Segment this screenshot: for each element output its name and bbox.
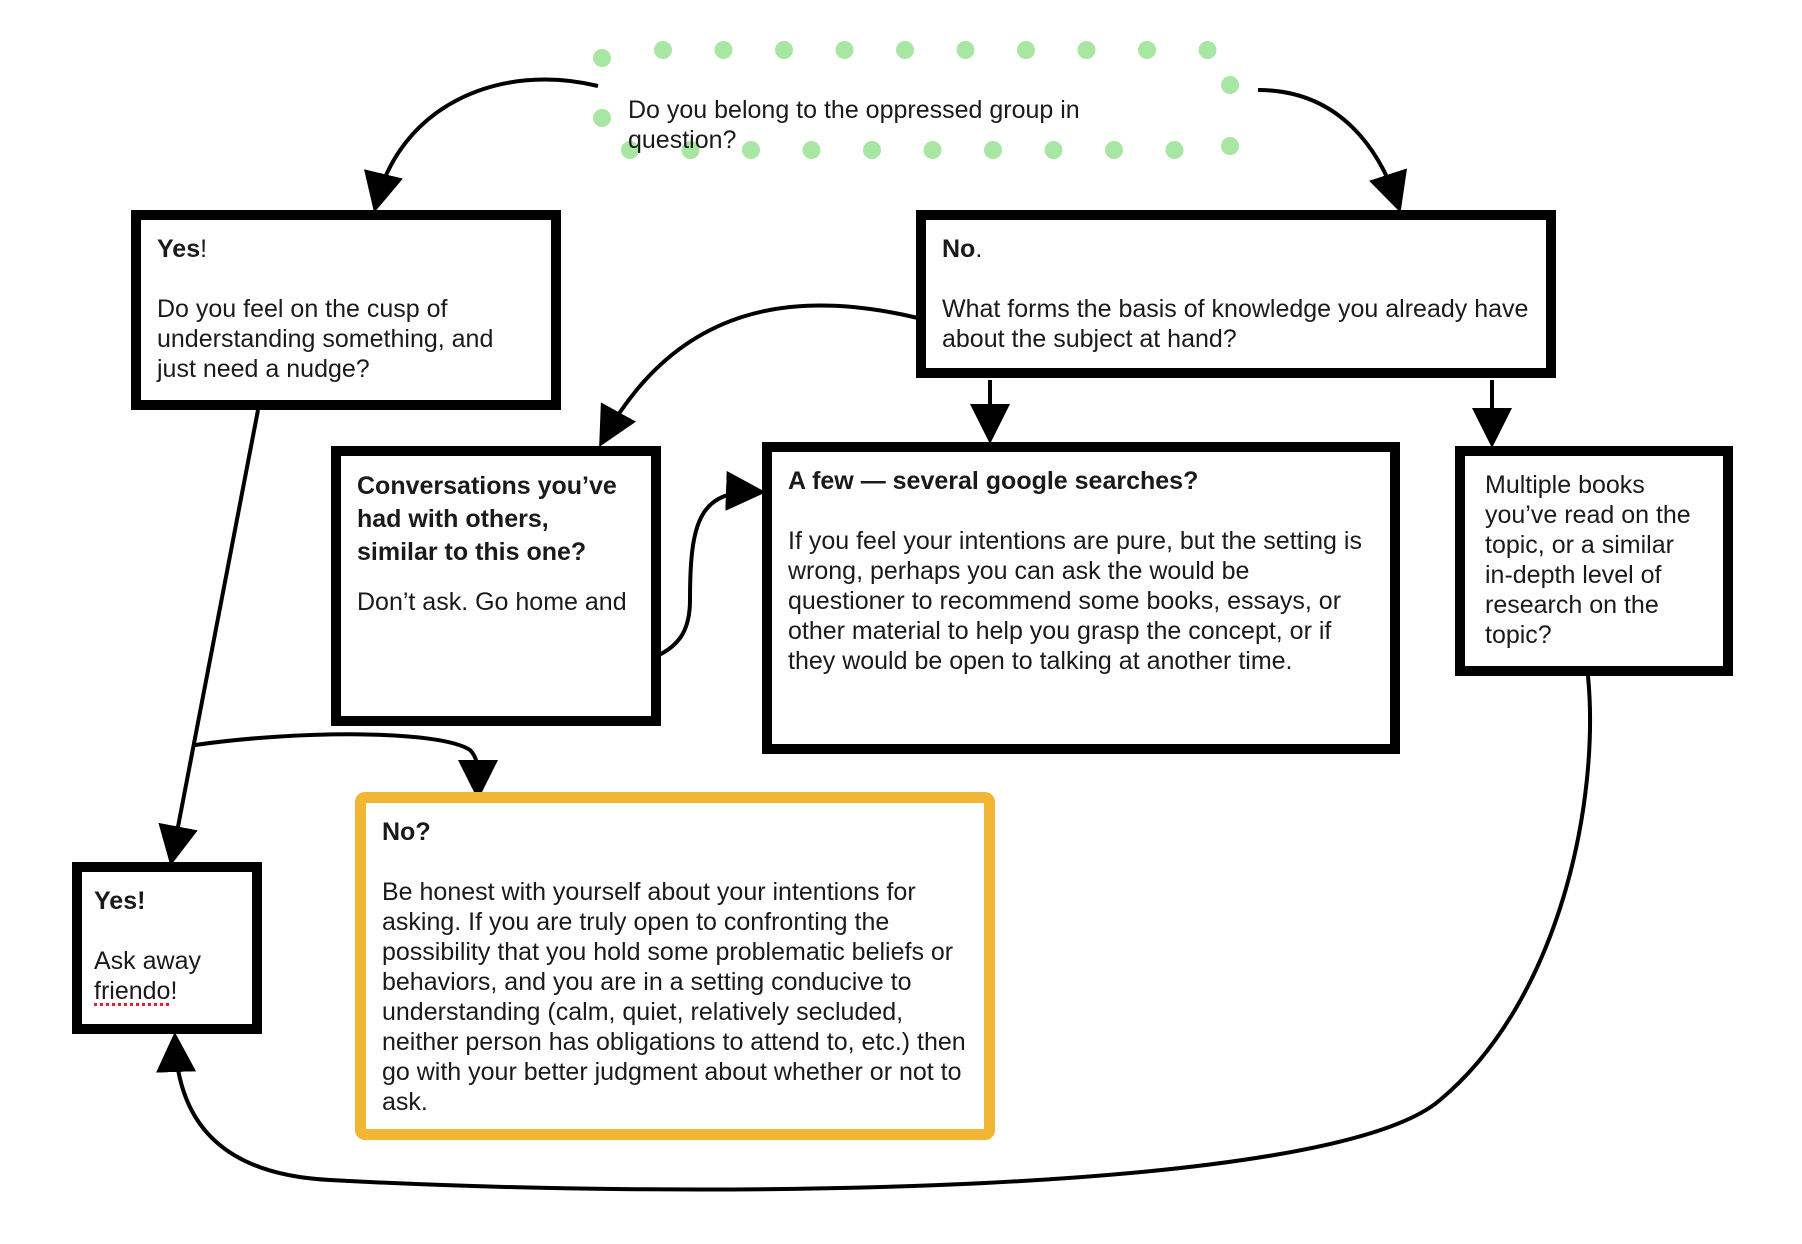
question-border-dot xyxy=(621,141,639,159)
yes-title-text: Yes xyxy=(157,235,201,263)
arrow-no-to-conversations xyxy=(599,303,919,448)
yes-title-punct: ! xyxy=(200,235,208,263)
ask-away-body-prefix: Ask away xyxy=(94,947,201,975)
question-border-dot xyxy=(923,141,942,159)
google-node: A few — several google searches? If you … xyxy=(762,442,1400,754)
question-border-dot xyxy=(984,141,1002,159)
conversations-body: Don’t ask. Go home and xyxy=(357,588,627,616)
yes-title: Yes! xyxy=(157,234,535,264)
arrow-books-to-ask-away xyxy=(156,675,1592,1192)
no-node: No. What forms the basis of knowledge yo… xyxy=(916,210,1556,378)
question-border-dot xyxy=(775,41,793,59)
yes-body: Do you feel on the cusp of understanding… xyxy=(157,295,494,383)
question-border-dot xyxy=(1017,41,1035,59)
question-border-dot xyxy=(681,141,700,159)
no-title: No. xyxy=(942,234,1530,264)
question-border-dot xyxy=(593,109,611,127)
question-border-dot xyxy=(1138,41,1156,59)
books-node: Multiple books you’ve read on the topic,… xyxy=(1455,446,1733,676)
arrow-question-to-no xyxy=(1257,88,1408,213)
question-border-dot xyxy=(896,41,914,59)
conversations-title: Conversations you’ve had with others, si… xyxy=(357,472,617,566)
question-border-dot xyxy=(1105,141,1123,159)
question-border-dot xyxy=(593,49,611,67)
question-border-dot xyxy=(1044,141,1063,159)
question-border-dot xyxy=(654,41,672,59)
google-title: A few — several google searches? xyxy=(788,467,1199,495)
no-check-body: Be honest with yourself about your inten… xyxy=(382,878,966,1116)
arrow-yes-to-ask-away xyxy=(158,409,260,866)
question-text: Do you belong to the oppressed group in … xyxy=(628,96,1080,154)
conversations-node: Conversations you’ve had with others, si… xyxy=(331,446,661,726)
question-border-dot xyxy=(802,141,821,159)
question-border-dot xyxy=(863,141,881,159)
google-body: If you feel your intentions are pure, bu… xyxy=(788,527,1362,675)
question-border-dot xyxy=(956,41,975,59)
question-border-dot xyxy=(1165,141,1184,159)
books-body: Multiple books you’ve read on the topic,… xyxy=(1485,471,1691,649)
arrow-yes-to-no-check xyxy=(194,732,499,800)
question-border-dot xyxy=(1221,76,1239,94)
yes-node: Yes! Do you feel on the cusp of understa… xyxy=(131,210,561,410)
question-border-dot xyxy=(1198,41,1217,59)
no-title-punct: . xyxy=(975,235,983,263)
question-border-dot xyxy=(1221,137,1239,155)
ask-away-body-suffix: ! xyxy=(170,977,178,1005)
arrow-question-to-yes xyxy=(364,77,599,213)
question-border-dot xyxy=(742,141,760,159)
question-dotted-border xyxy=(593,41,1239,159)
ask-away-body-word: friendo xyxy=(94,977,171,1005)
no-title-text: No xyxy=(942,235,976,263)
ask-away-title: Yes! xyxy=(94,887,146,915)
no-body: What forms the basis of knowledge you al… xyxy=(942,295,1529,353)
question-border-dot xyxy=(835,41,854,59)
no-check-title: No? xyxy=(382,818,431,846)
question-node: Do you belong to the oppressed group in … xyxy=(628,70,1188,180)
question-border-dot xyxy=(1077,41,1096,59)
no-check-node: No? Be honest with yourself about your i… xyxy=(355,792,995,1140)
question-border-dot xyxy=(714,41,733,59)
